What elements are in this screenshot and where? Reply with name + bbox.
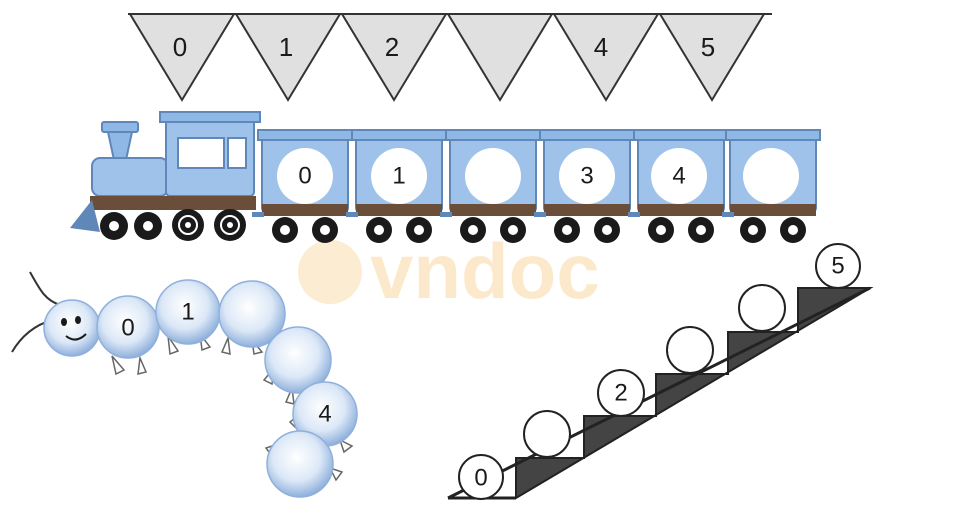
flag-5: 5 — [658, 13, 766, 102]
flag-number: 5 — [701, 32, 715, 62]
flag-4: 4 — [552, 13, 660, 102]
wagon-number: 1 — [392, 163, 405, 190]
bunting-flags: 0 1 2 4 5 — [128, 13, 772, 102]
stair-number: 5 — [831, 253, 844, 280]
stair-number: 0 — [474, 465, 487, 492]
wagon-3: 3 — [539, 129, 635, 243]
segment-number: 1 — [181, 299, 194, 326]
caterpillar-segment-0: 0 — [96, 295, 160, 359]
flag-3-blank[interactable] — [446, 13, 554, 102]
watermark: vndoc — [298, 227, 600, 315]
wagon-number: 3 — [580, 163, 593, 190]
wagon-window — [559, 148, 615, 204]
segment-number: 4 — [318, 401, 331, 428]
caterpillar-head — [43, 299, 101, 357]
wagon-window — [465, 148, 521, 204]
caterpillar: 0 1 4 — [11, 271, 358, 498]
stair-circle-0: 0 — [458, 454, 504, 500]
wagon-2-blank[interactable] — [445, 129, 541, 243]
wagon-window — [651, 148, 707, 204]
caterpillar-segment-3-blank[interactable] — [264, 326, 332, 394]
stair-circle-3-blank[interactable] — [666, 326, 714, 374]
stair-circle-4-blank[interactable] — [738, 284, 786, 332]
stair-circle-5: 5 — [815, 243, 861, 289]
staircase: 0 2 5 — [447, 243, 874, 500]
wagon-4: 4 — [633, 129, 729, 243]
flag-number: 2 — [385, 32, 399, 62]
wagon-window — [371, 148, 427, 204]
stair-circle-1-blank[interactable] — [523, 410, 571, 458]
caterpillar-segment-1: 1 — [155, 279, 221, 345]
stair-circle-2: 2 — [597, 369, 645, 417]
flag-2: 2 — [340, 13, 448, 102]
wagon-window — [277, 148, 333, 204]
caterpillar-segment-5-blank[interactable] — [266, 430, 334, 498]
flag-1: 1 — [234, 13, 342, 102]
locomotive — [70, 111, 261, 241]
wagon-0: 0 — [257, 129, 353, 243]
wagon-number: 0 — [298, 163, 311, 190]
wagon-5-blank[interactable] — [725, 129, 821, 243]
wagon-window — [743, 148, 799, 204]
caterpillar-segment-2-blank[interactable] — [218, 280, 286, 348]
train: 0 1 3 — [70, 111, 821, 243]
flag-0: 0 — [128, 13, 236, 102]
flag-number: 4 — [594, 32, 608, 62]
flag-number: 0 — [173, 32, 187, 62]
segment-number: 0 — [121, 315, 134, 342]
wagon-number: 4 — [672, 163, 685, 190]
flag-number: 1 — [279, 32, 293, 62]
stair-number: 2 — [614, 380, 627, 407]
wagon-1: 1 — [351, 129, 447, 243]
